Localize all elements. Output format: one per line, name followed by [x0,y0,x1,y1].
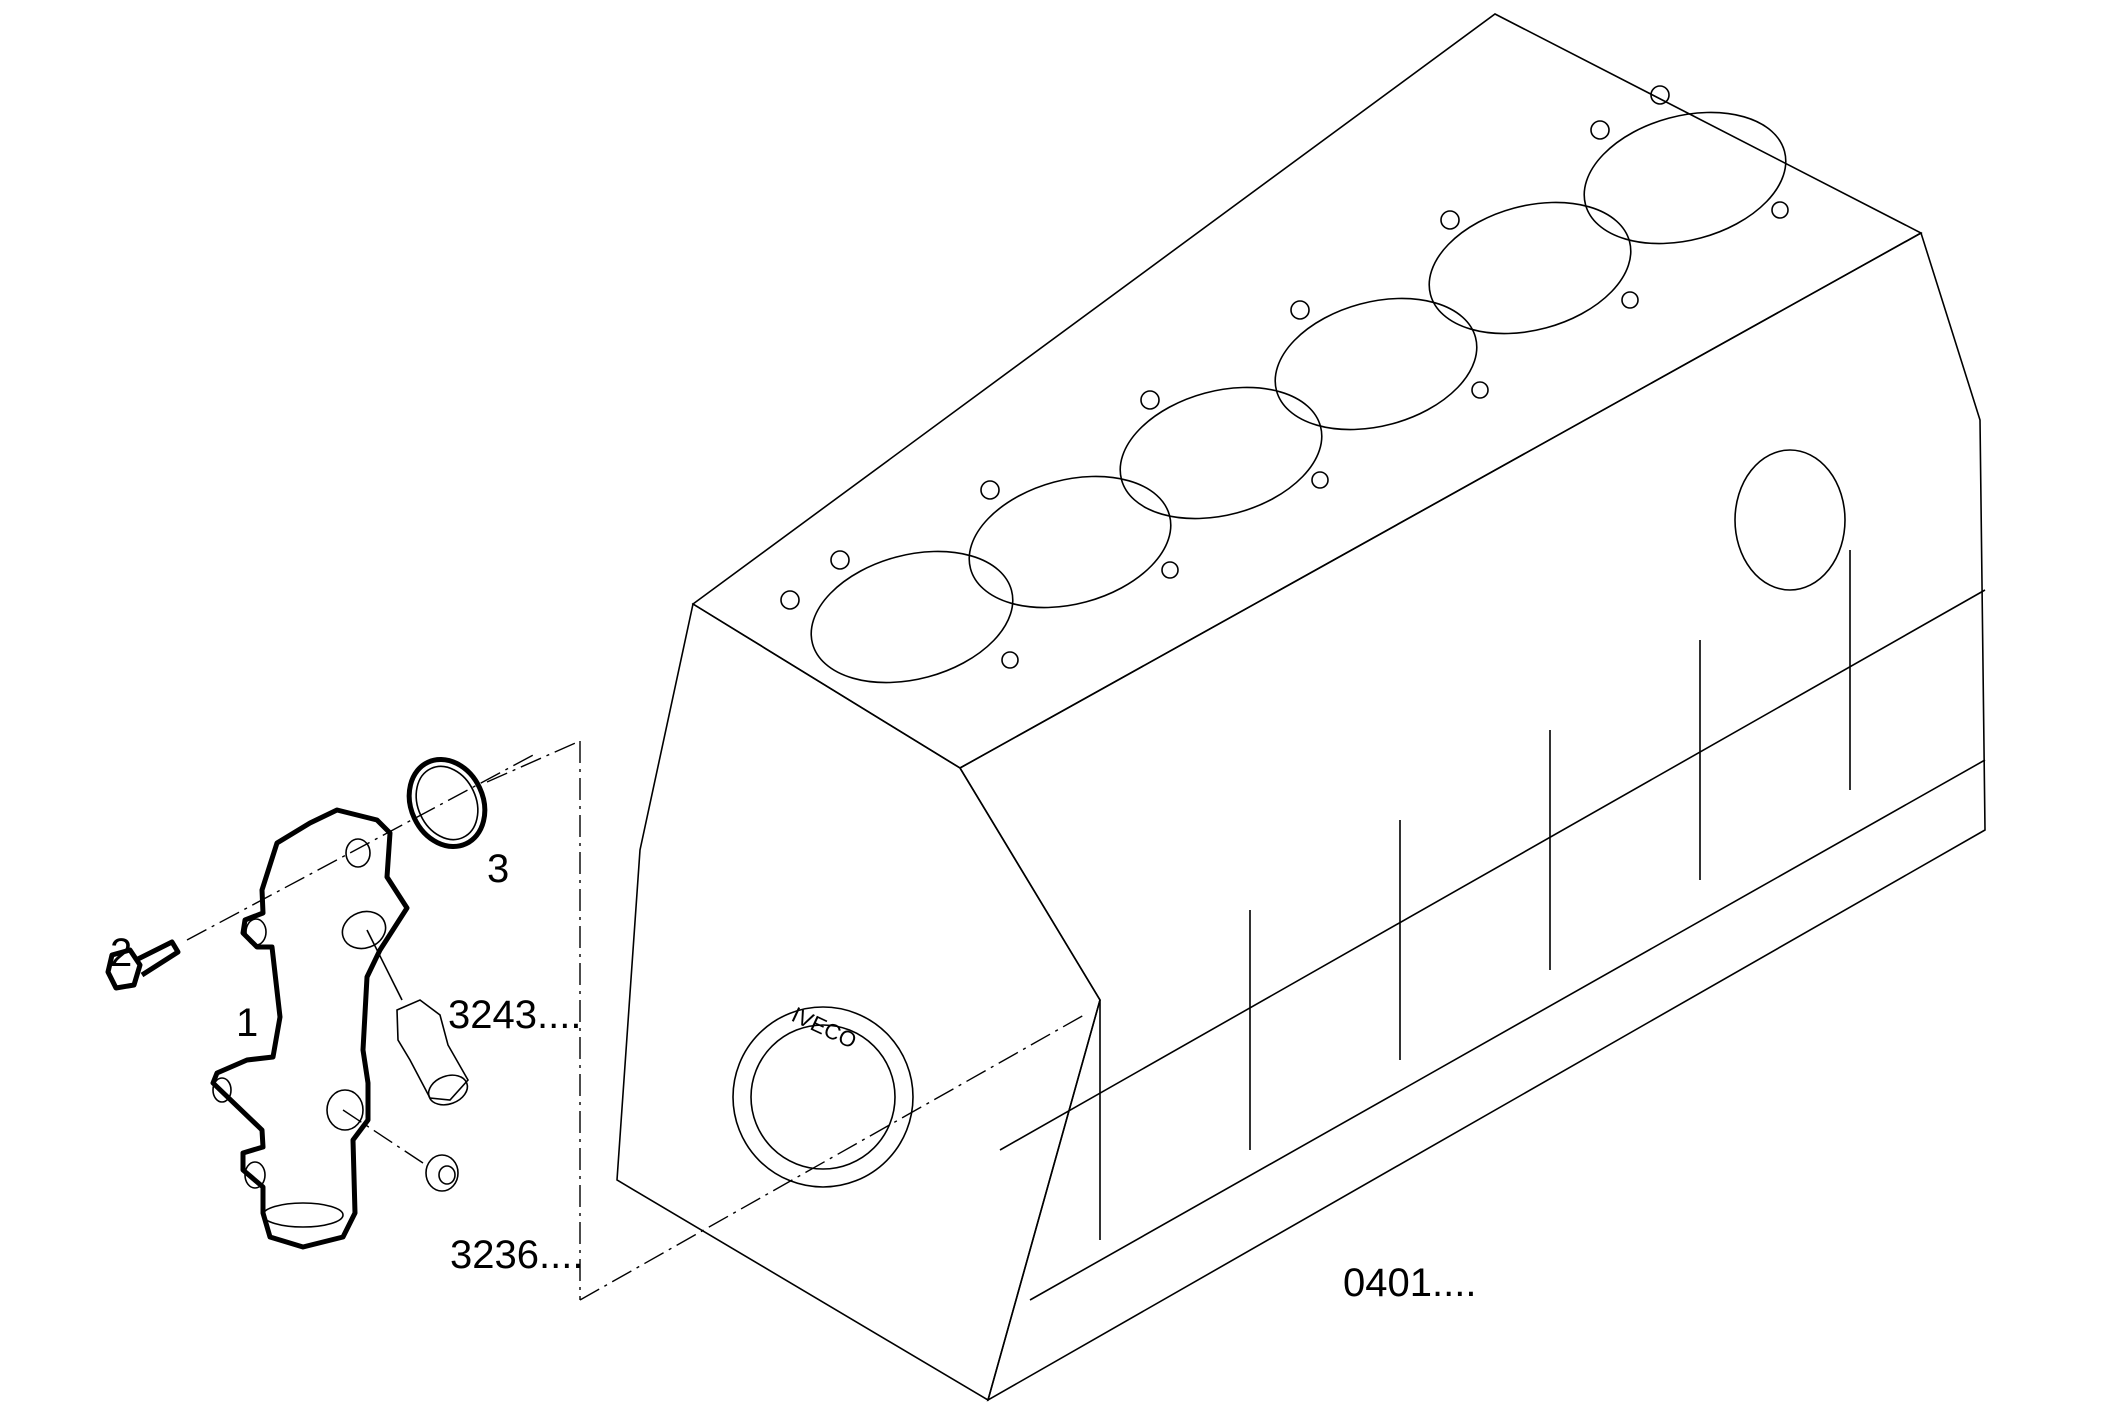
crankshaft-seal [732,1006,914,1188]
block-side-face [958,231,1986,1402]
callout-3236: 3236.... [450,1233,583,1277]
callout-0401: 0401.... [1343,1261,1476,1305]
callout-3243: 3243.... [448,993,581,1037]
callout-1: 1 [236,1001,258,1045]
bolt [105,939,181,991]
callout-2: 2 [110,931,132,975]
plug [425,1154,459,1192]
deck-holes [780,85,1789,669]
cylinder-bores [810,111,1787,684]
assembly-lines [186,740,1085,1301]
block-deck [691,13,1923,769]
coolant-pipe-housing [210,807,410,1250]
callout-3: 3 [487,847,509,891]
block-front-face [616,602,1101,1402]
o-ring-seal [406,756,488,850]
engine-block: IVECO [616,13,1986,1402]
block-logo: IVECO [788,1002,861,1054]
sensor [396,999,469,1106]
